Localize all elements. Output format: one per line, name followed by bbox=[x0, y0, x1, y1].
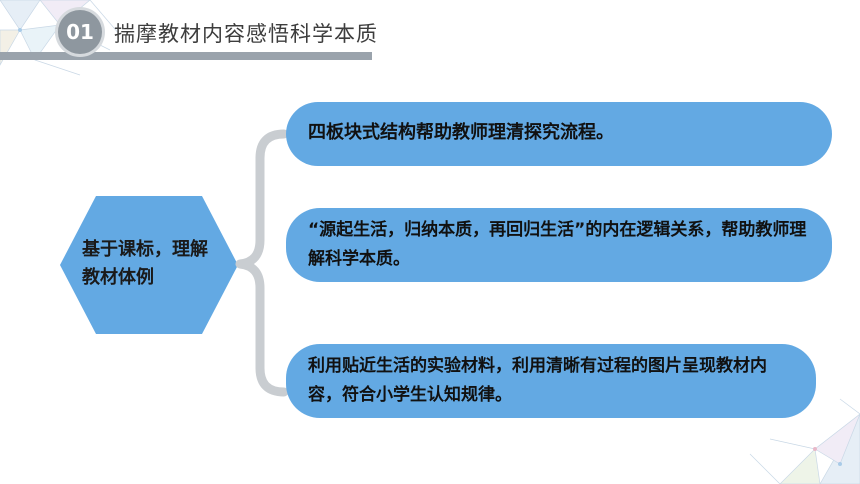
topic-hexagon: 基于课标，理解教材体例 bbox=[60, 196, 238, 334]
point-pill-2: “源起生活，归纳本质，再回归生活”的内在逻辑关系，帮助教师理解科学本质。 bbox=[286, 208, 832, 282]
header-bar bbox=[0, 52, 372, 60]
topic-label: 基于课标，理解教材体例 bbox=[82, 239, 208, 288]
point-text-1: 四板块式结构帮助教师理清探究流程。 bbox=[308, 122, 614, 143]
point-pill-1: 四板块式结构帮助教师理清探究流程。 bbox=[286, 102, 832, 166]
section-title: 揣摩教材内容感悟科学本质 bbox=[114, 22, 378, 46]
point-pill-3: 利用贴近生活的实验材料，利用清晰有过程的图片呈现教材内容，符合小学生认知规律。 bbox=[286, 344, 816, 418]
hexagon-shape bbox=[60, 196, 238, 334]
point-text-2: “源起生活，归纳本质，再回归生活”的内在逻辑关系，帮助教师理解科学本质。 bbox=[308, 220, 807, 269]
section-number-badge: 01 bbox=[58, 10, 102, 54]
point-text-3: 利用贴近生活的实验材料，利用清晰有过程的图片呈现教材内容，符合小学生认知规律。 bbox=[308, 356, 767, 405]
curly-brace-connector bbox=[235, 129, 288, 397]
section-number: 01 bbox=[66, 20, 94, 44]
decorative-polygon-top-left bbox=[0, 0, 121, 76]
decorative-polygon-bottom-right bbox=[749, 398, 860, 484]
